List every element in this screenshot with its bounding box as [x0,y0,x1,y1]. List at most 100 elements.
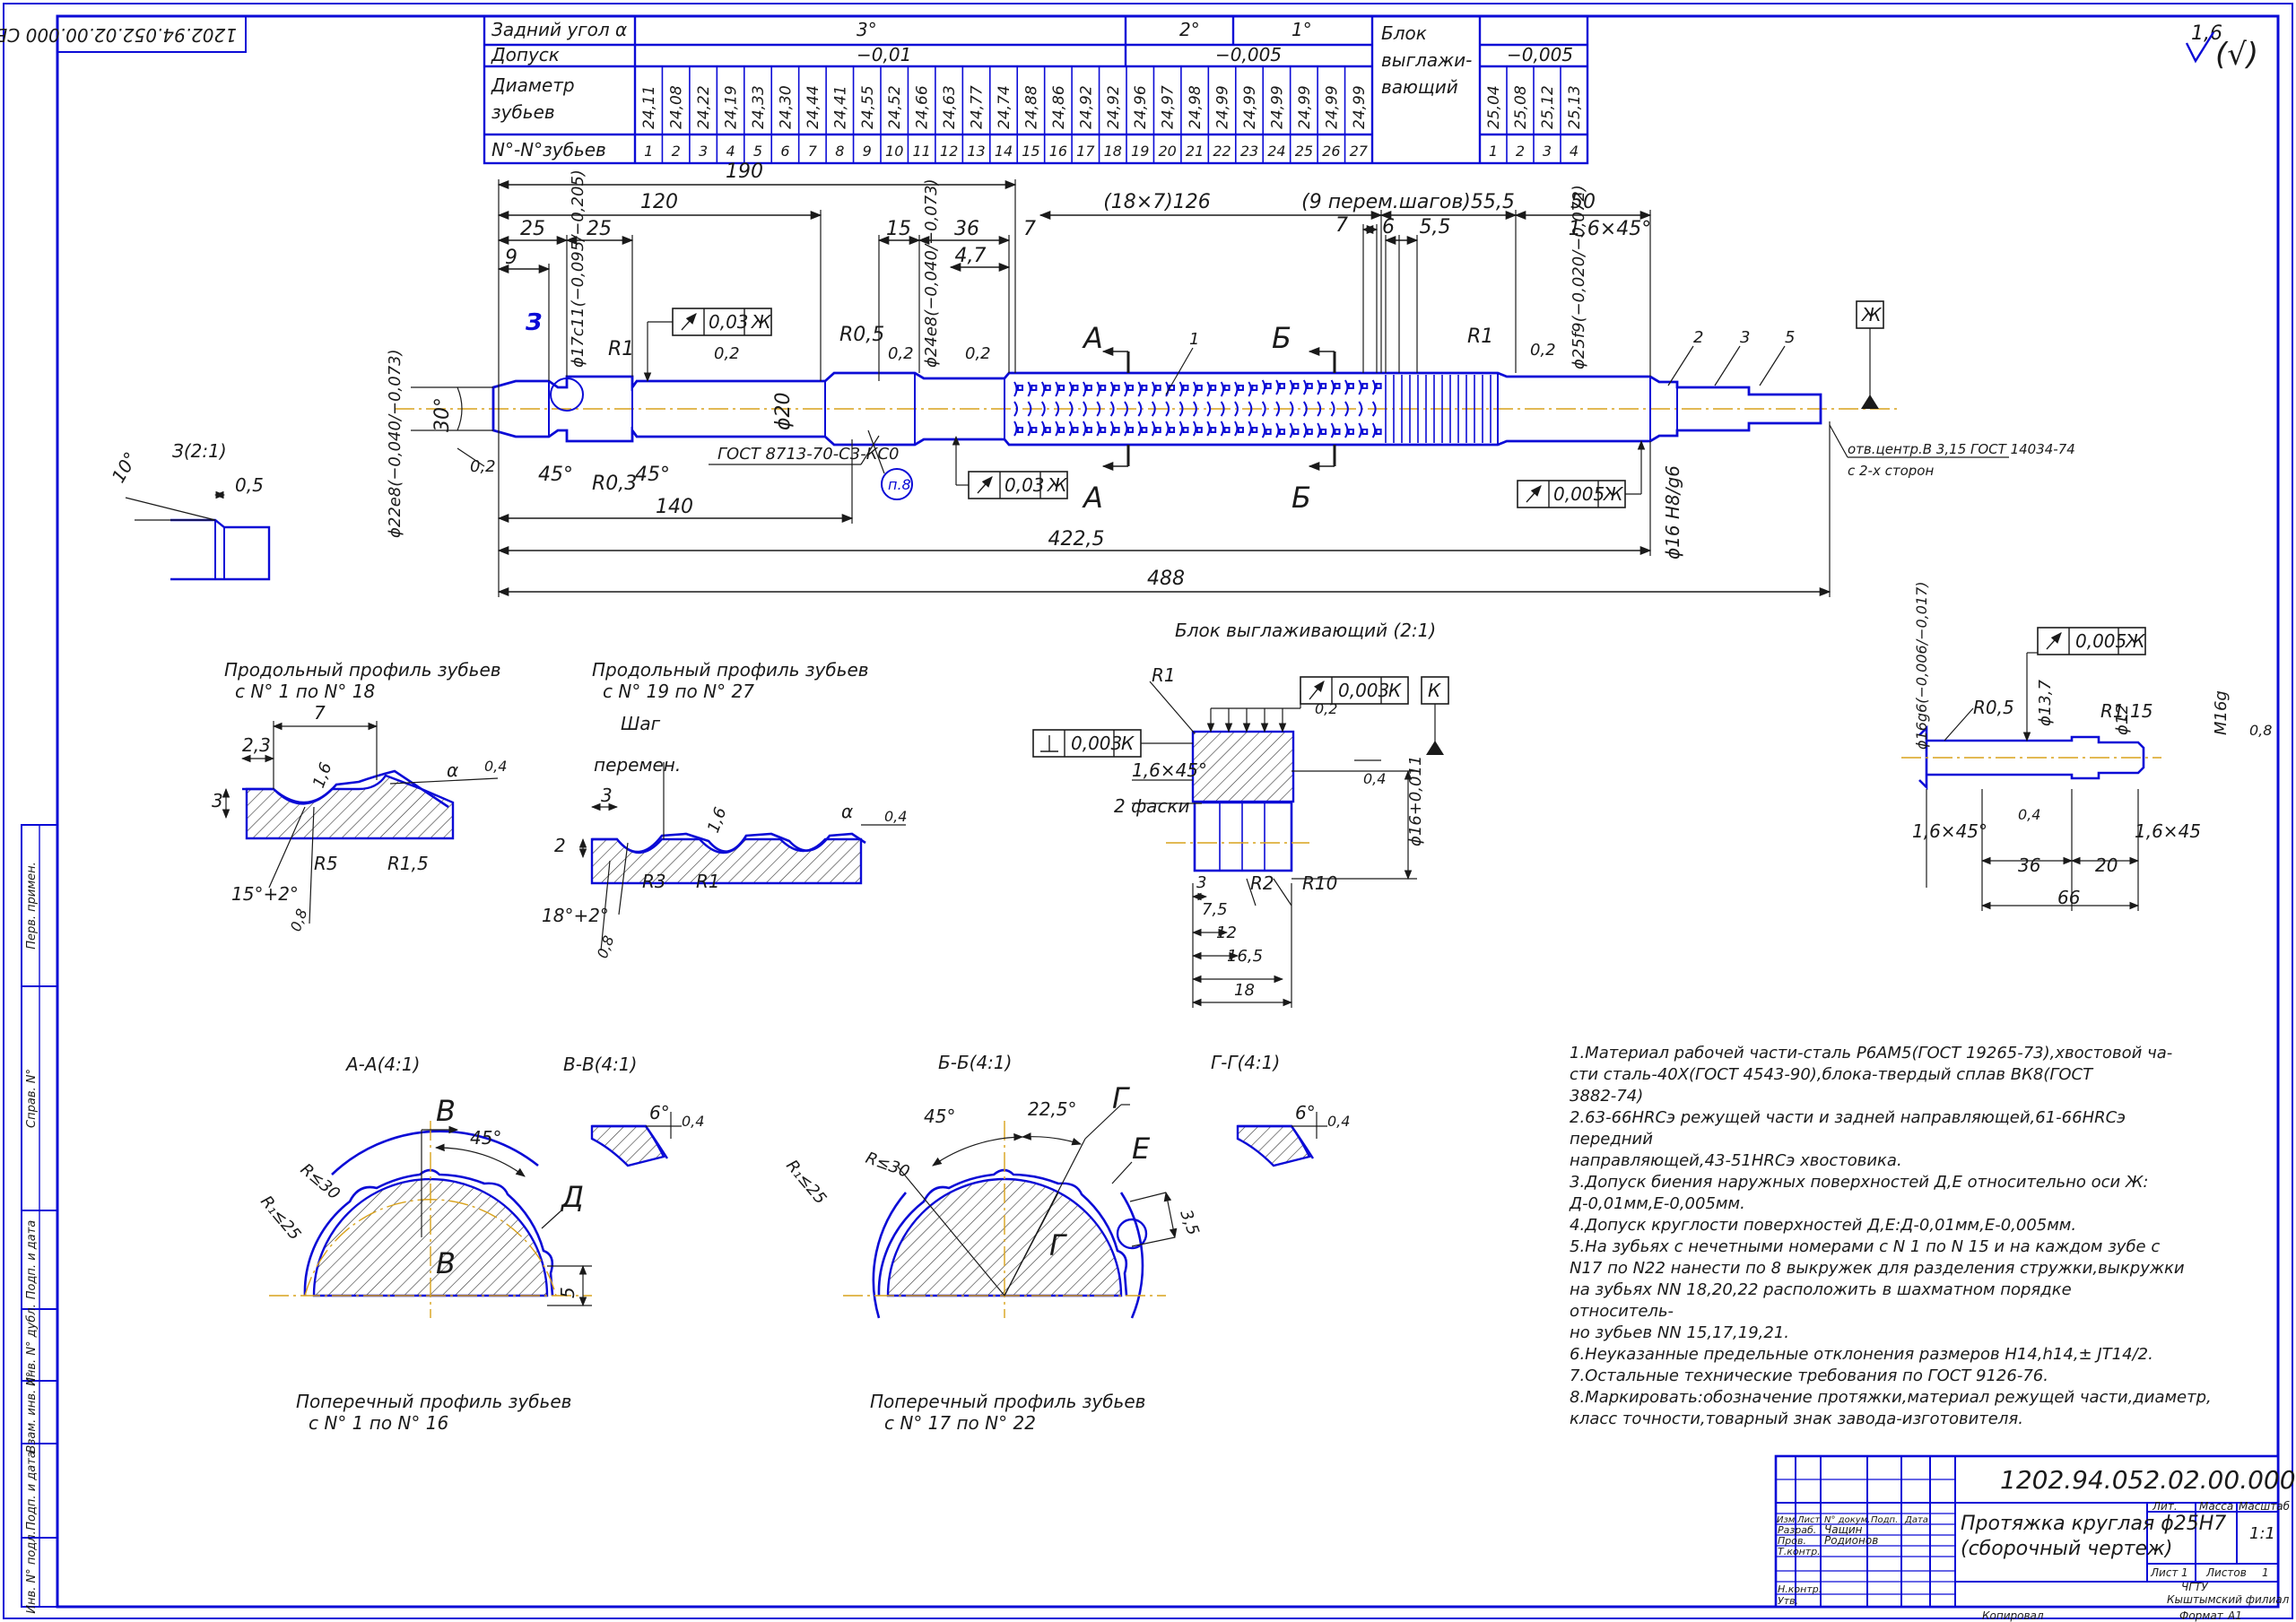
broach-tooth-notch [1169,427,1176,433]
section-bb-r1: R₁≤25 [782,1157,830,1209]
profile1-r15: R1,5 [387,853,429,874]
tooth-diameter: 24,99 [1296,85,1314,129]
block-label-1: Блок [1381,22,1427,44]
block-diameter: 25,04 [1485,85,1503,129]
block-dim-18: 18 [1234,981,1255,1000]
tooth-number: 5 [753,143,762,160]
dim-30deg: 30° [431,397,454,432]
dim-120: 120 [640,191,678,213]
broach-tooth-notch [1017,427,1023,433]
tooth-diameter: 24,92 [1077,85,1095,129]
broach-tooth-notch [1292,429,1300,435]
tooth-diameter: 24,74 [996,85,1013,129]
roughness-general: 1,6 (√) [2185,22,2258,73]
note-line: 3882-74) [1570,1087,1643,1106]
phi17-label: ϕ17c11(−0,095/−0,205) [569,169,587,368]
tb-h-list: Лист [1796,1515,1822,1525]
tooth-diameter: 24,33 [750,85,768,129]
side-stamp-label: Инв. N° дубл. [25,1304,39,1386]
block-diameter: 25,08 [1512,85,1530,129]
section-aa-r30: R≤30 [297,1160,344,1204]
technical-notes: 1.Материал рабочей части-сталь Р6АМ5(ГОС… [1569,1044,2212,1428]
tooth-diameter: 24,99 [1323,85,1341,129]
tb-r-nkontr: Н.контр. [1778,1583,1822,1595]
tooth-diameter: 24,63 [941,85,959,129]
block-tol-1-value: 0,003 [1338,680,1389,701]
teeth-table: Задний угол α Допуск Диаметр зубьев N°-N… [483,14,1589,165]
tooth-number: 18 [1104,143,1122,160]
tol-frame-1: 0,03 Ж [643,308,772,383]
shank-r1-15: R1,15 [2100,700,2152,722]
block-chamfer: 1,6×45° [1132,759,1207,781]
profile1-rough-b: 0,8 [287,906,311,933]
longitudinal-profile-1: Продольный профиль зубьев с N° 1 по N° 1… [212,659,507,933]
tooth-diameter: 24,96 [1132,85,1150,129]
shank-dim-36: 36 [2018,854,2040,876]
broach-tooth-notch [1196,385,1203,391]
broach-tooth-notch [1347,429,1354,435]
note-line: 1.Материал рабочей части-сталь Р6АМ5(ГОС… [1570,1044,2172,1063]
tol-0005: −0,005 [1215,44,1282,65]
roughness-symbol: (√) [2215,37,2258,73]
shank-tol-value: 0,005 [2075,630,2126,652]
phi22-label: ϕ22e8(−0,040/−0,073) [386,349,404,538]
tooth-number: 10 [885,143,903,160]
header-teeth-numbers: N°-N°зубьев [491,139,606,160]
broach-tooth-notch [1031,385,1038,391]
profile2-r1: R1 [696,871,720,892]
broach-tooth-notch [1210,385,1217,391]
phi16-label: ϕ16 H8/g6 [1662,465,1683,559]
broach-tooth-notch [1279,429,1286,435]
profile2-title-1: Продольный профиль зубьев [592,659,869,681]
section-aa-dim-5: 5 [557,1287,578,1298]
dim-7: 7 [1023,218,1036,240]
header-tolerance: Допуск [491,44,560,65]
dim-4-7: 4,7 [955,245,987,267]
detail-z-title: З(2:1) [172,440,227,462]
broach-tooth [1151,381,1156,437]
shank-dim-66: 66 [2057,887,2080,908]
broach-tooth [1013,381,1018,437]
broach-tooth-notch [1100,427,1107,433]
section-aa-title: А-А(4:1) [344,1054,420,1075]
tb-format-value: А1 [2227,1609,2242,1622]
tooth-diameter: 24,77 [969,85,987,129]
tb-r-prov: Пров. [1778,1535,1806,1547]
tol-frame-2: 0,03 Ж [952,435,1068,499]
side-stamp-label: Подп. и дата [25,1220,39,1300]
block-number: 4 [1570,143,1578,160]
tooth-diameter: 24,99 [1241,85,1259,129]
tooth-number: 1 [644,143,653,160]
section-b-top: Б [1272,321,1292,355]
tb-scale: 1:1 [2249,1524,2275,1543]
tooth-number: 16 [1049,143,1067,160]
tooth-diameter: 24,11 [640,85,658,129]
block-title: Блок выглаживающий (2:1) [1175,620,1436,641]
tb-format-label: Формат [2179,1609,2224,1622]
title-code: 1202.94.052.02.00.000 СБ [2000,1465,2296,1495]
broach-tooth-notch [1126,385,1134,391]
block-dim-16-5: 16,5 [1227,947,1263,966]
broach-tooth [1234,381,1239,437]
broach-tooth-notch [1044,427,1051,433]
block-tol-frame-1: 0,003 К [1300,676,1409,705]
tooth-diameter: 24,97 [1160,85,1178,129]
note-line: но зубьев NN 15,17,19,21. [1570,1323,1789,1342]
zone-3-label: З [525,309,542,336]
broach-tooth [1206,381,1212,437]
tol-frame-1-value: 0,03 [709,311,749,333]
detail-z-angle: 10° [108,448,143,487]
tb-massa: Масса [2199,1500,2233,1513]
tooth-number: 21 [1186,143,1204,160]
tooth-number: 24 [1267,143,1285,160]
shank-m16: M16g [2212,690,2231,735]
profile2-r3: R3 [642,871,666,892]
profile1-alpha: α [447,759,458,781]
tb-listov-value: 1 [2262,1566,2269,1579]
sections: А-А(4:1) В-В(4:1) Б-Б(4:1) Г-Г(4:1) В В … [257,1052,1350,1434]
detail-z-dim: 0,5 [235,474,264,496]
broach-tooth-notch [1072,385,1079,391]
tooth-number: 25 [1295,143,1313,160]
tooth-diameter: 24,88 [1022,85,1040,129]
